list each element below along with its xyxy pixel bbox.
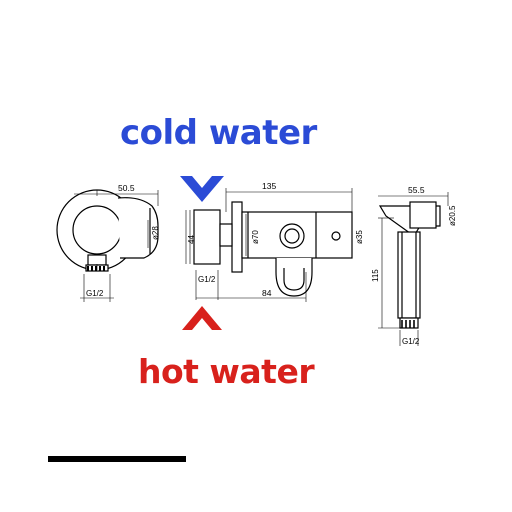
front-bottom-dim: 84 — [262, 288, 272, 298]
hand-thread-dim: G1/2 — [402, 337, 420, 346]
cold-water-label: cold water — [120, 113, 317, 153]
front-height-dim: 44 — [187, 235, 196, 244]
front-view — [185, 188, 353, 302]
side-width-dim: 50.5 — [118, 183, 135, 193]
hand-length-dim: 115 — [371, 269, 380, 282]
side-thread-dim: G1/2 — [86, 289, 104, 298]
side-view — [56, 189, 159, 302]
hand-width-dim: 55.5 — [408, 185, 425, 195]
front-dia-left-dim: ø70 — [251, 230, 260, 244]
hand-shower-view — [378, 192, 449, 346]
side-dia-dim: ø28 — [151, 226, 160, 240]
hand-dia-dim: ø20.5 — [448, 205, 457, 226]
front-dia-right-dim: ø35 — [355, 230, 364, 244]
front-length-dim: 135 — [262, 181, 276, 191]
cold-water-arrow-icon — [180, 176, 224, 202]
hot-water-arrow-icon — [182, 306, 222, 330]
front-thread-dim: G1/2 — [198, 275, 216, 284]
scale-bar — [48, 456, 186, 462]
hot-water-label: hot water — [138, 352, 315, 391]
